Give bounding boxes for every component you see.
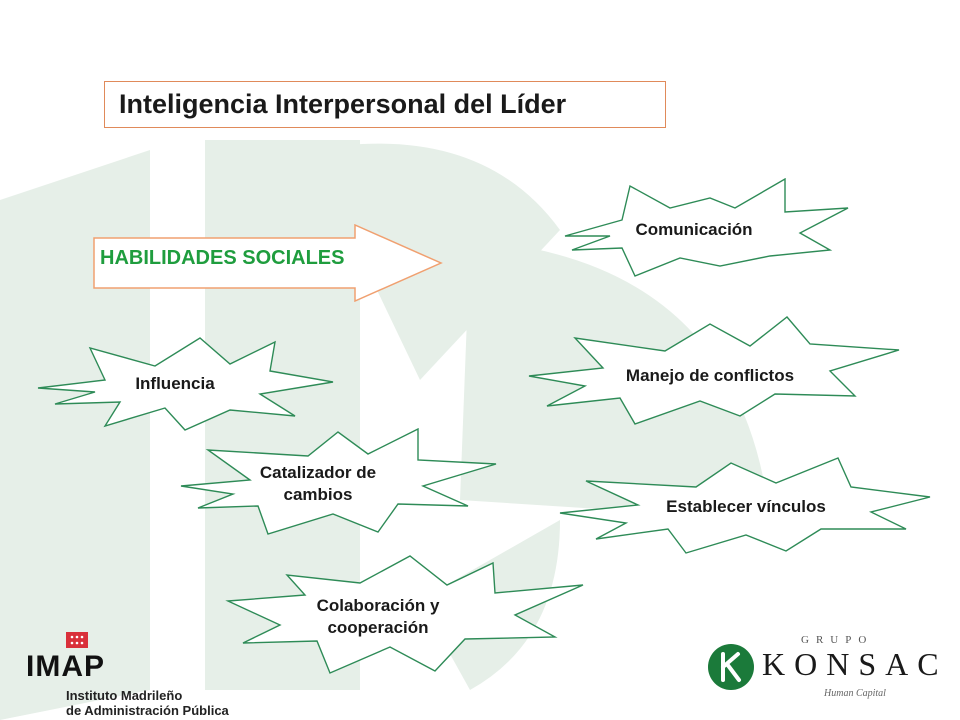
burst-catalizador — [180, 428, 497, 535]
madrid-stars-icon — [66, 632, 88, 648]
imap-wordmark: IMAP — [26, 650, 105, 683]
burst-comunicacion — [564, 178, 849, 277]
konsac-name: KONSAC — [762, 646, 948, 682]
label-influencia: Influencia — [135, 374, 215, 393]
habilidades-arrow — [93, 224, 443, 302]
arrow-label: HABILIDADES SOCIALES — [100, 247, 345, 269]
label-catalizador: Catalizador de cambios — [259, 463, 377, 504]
konsac-grupo: GRUPO — [801, 634, 874, 646]
burst-establecer — [559, 457, 931, 554]
imap-line1: Instituto Madrileño — [66, 688, 183, 703]
imap-logo — [26, 630, 226, 720]
label-colaboracion: Colaboración y cooperación — [316, 596, 440, 637]
konsac-sub: Human Capital — [824, 688, 886, 699]
imap-line2: de Administración Pública — [66, 703, 229, 718]
label-comunicacion: Comunicación — [635, 220, 753, 239]
label-establecer: Establecer vínculos — [666, 497, 826, 516]
page-title: Inteligencia Interpersonal del Líder — [104, 81, 666, 128]
burst-colaboracion — [225, 555, 584, 674]
burst-influencia — [37, 337, 334, 431]
label-manejo: Manejo de conflictos — [625, 366, 795, 385]
konsac-logo: GRUPO KONSAC Human Capital — [706, 632, 946, 712]
burst-manejo — [528, 316, 900, 425]
konsac-k-icon — [708, 644, 754, 690]
